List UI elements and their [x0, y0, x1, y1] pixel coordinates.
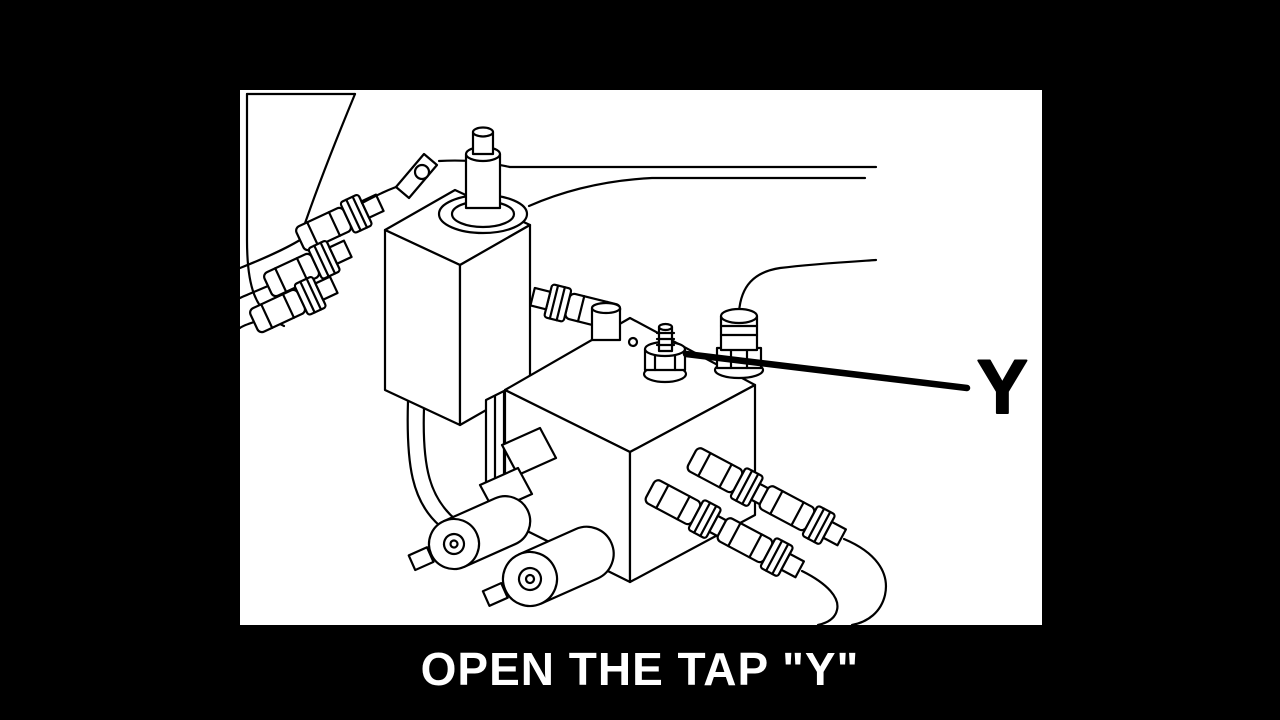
vent-hole — [627, 336, 639, 348]
corner-fitting — [713, 307, 765, 380]
left-hose-fittings — [245, 186, 389, 339]
clevis-fitting — [360, 152, 439, 205]
diagram-panel: Y — [240, 90, 1042, 625]
tap-y-label: Y — [977, 345, 1028, 430]
toggle-valve — [437, 126, 529, 235]
mounting-plate — [484, 389, 506, 495]
caption-text: OPEN THE TAP "Y" — [420, 643, 860, 695]
solenoid-valve — [407, 495, 532, 572]
tap-y — [642, 322, 688, 384]
solenoid-valves — [407, 495, 615, 608]
solenoid-valve — [481, 525, 615, 608]
hydraulic-manifold-diagram: Y — [240, 92, 1029, 625]
y-pointer-line — [682, 350, 971, 392]
elbow-connector — [590, 301, 622, 342]
